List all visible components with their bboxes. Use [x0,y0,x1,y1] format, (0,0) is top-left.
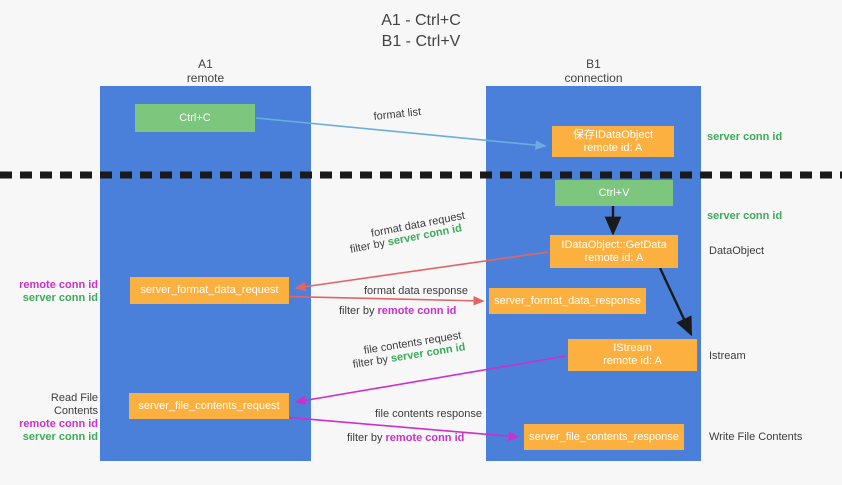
label-istream: Istream [709,350,746,362]
box-server-format-data-response[interactable]: server_format_data_response [489,288,646,314]
label-dataobject: DataObject [709,245,765,257]
label-format-data-response: format data response [364,285,468,297]
box-ctrl-c[interactable]: Ctrl+C [135,104,255,132]
filter-prefix: filter by [349,236,390,256]
column-header-a1: A1 remote [186,57,225,85]
box-server-file-contents-response[interactable]: server_file_contents_response [524,424,684,450]
label-server-conn-id-top: server conn id [707,131,783,143]
label-remote-conn-id-1: remote conn id [19,279,98,291]
label-file-contents-response: file contents response [375,408,483,420]
label-file-contents-response-filter: filter by remote conn id [347,432,464,445]
filter-prefix: filter by [339,305,378,317]
box-server-format-data-request[interactable]: server_format_data_request [130,277,289,304]
diagram-title: A1 - Ctrl+C B1 - Ctrl+V [381,12,461,50]
label-write-file-contents: Write File Contents [709,431,803,443]
box-idataobject-getdata[interactable]: IDataObject::GetData remote id: A [550,235,678,268]
column-header-b1: B1 connection [564,57,623,85]
label-read-file-contents: Read File Contents [50,392,98,417]
label-server-conn-id-1: server conn id [22,292,98,304]
label-format-list: format list [373,106,422,123]
filter-value-remote-conn-id: remote conn id [377,305,457,317]
box-istream[interactable]: IStream remote id: A [568,339,697,371]
filter-prefix: filter by [352,352,392,371]
label-group-read-file: Read File Contents remote conn id server… [4,392,98,444]
label-format-data-response-filter: filter by remote conn id [339,305,456,318]
box-ctrl-v[interactable]: Ctrl+V [555,180,673,206]
box-server-file-contents-request[interactable]: server_file_contents_request [129,393,289,419]
label-remote-conn-id-2: remote conn id [19,418,98,430]
label-server-conn-id-mid: server conn id [707,210,783,222]
box-save-idataobject[interactable]: 保存IDataObject remote id: A [552,126,674,157]
filter-prefix: filter by [347,432,386,444]
label-server-conn-id-2: server conn id [22,431,98,443]
label-group-conn-ids-1: remote conn id server conn id [8,279,98,305]
filter-value-remote-conn-id: remote conn id [385,432,465,444]
